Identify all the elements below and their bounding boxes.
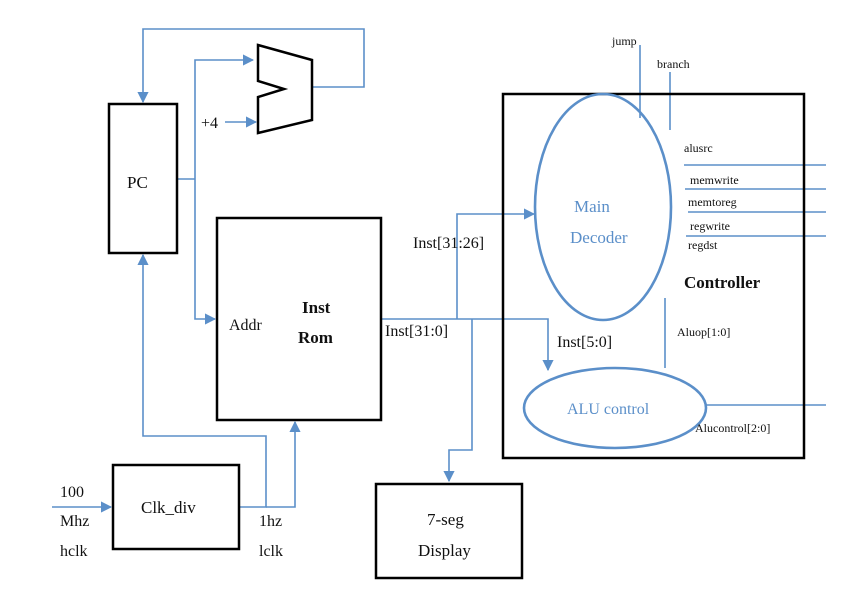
plus4-label: +4 [201, 115, 218, 132]
seven-seg-block [374, 482, 524, 580]
clk-out-label-2: lclk [259, 543, 283, 560]
inst-5-0-label: Inst[5:0] [557, 334, 612, 351]
seven-seg-label-1: 7-seg [427, 510, 464, 529]
clk-in-label-3: hclk [60, 543, 88, 560]
aluop-label: Aluop[1:0] [677, 325, 730, 339]
jump-label: jump [611, 34, 637, 48]
addr-label: Addr [229, 317, 263, 334]
main-decoder-ellipse [533, 92, 673, 322]
inst-rom-label-1: Inst [302, 298, 331, 317]
branch-label: branch [657, 57, 690, 71]
clk-in-label-1: 100 [60, 484, 84, 501]
regwrite-label: regwrite [690, 219, 730, 233]
main-decoder-label-1: Main [574, 197, 610, 216]
pc-block [107, 102, 179, 255]
wire-to-display [443, 319, 473, 483]
wire-inst-31-26 [456, 208, 536, 319]
main-decoder-label-2: Decoder [570, 228, 628, 247]
wire-clk-to-rom [266, 420, 301, 508]
inst-31-0-label: Inst[31:0] [385, 323, 448, 340]
pc-label: PC [127, 173, 148, 192]
controller-label: Controller [684, 273, 761, 292]
memtoreg-label: memtoreg [688, 195, 737, 209]
alu-control-label: ALU control [567, 401, 650, 418]
controller-block [501, 92, 806, 460]
wires [52, 28, 826, 513]
alu-control-ellipse [522, 366, 708, 450]
clk-div-block [111, 463, 241, 551]
clk-in-label-2: Mhz [60, 513, 89, 530]
alucontrol-label: Alucontrol[2:0] [695, 421, 770, 435]
regdst-label: regdst [688, 238, 718, 252]
clk-div-label: Clk_div [141, 498, 196, 517]
inst-rom-block [215, 216, 383, 422]
wire-adder-to-pc [137, 28, 365, 104]
inst-rom-label-2: Rom [298, 328, 333, 347]
memwrite-label: memwrite [690, 173, 739, 187]
adder-shape [256, 43, 314, 135]
wire-pc-to-adder [194, 54, 255, 179]
wire-clk-to-pc [137, 253, 267, 508]
clk-out-label-1: 1hz [259, 513, 282, 530]
wire-inst-bus [381, 318, 554, 372]
seven-seg-label-2: Display [418, 541, 471, 560]
alusrc-label: alusrc [684, 141, 713, 155]
wire-pc-to-addr [194, 179, 217, 325]
inst-31-26-label: Inst[31:26] [413, 235, 484, 252]
